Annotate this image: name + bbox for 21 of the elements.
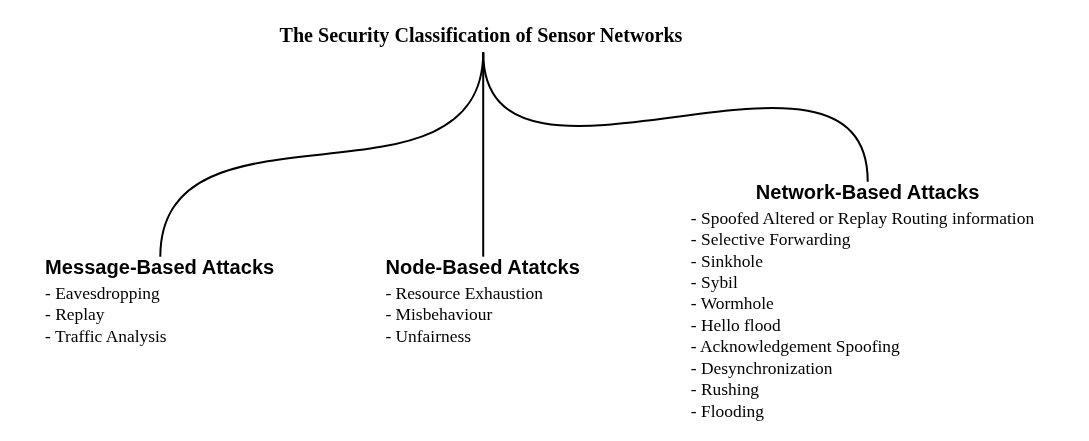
node-text: Node-Based Atatcks	[385, 256, 580, 279]
node-label: - Spoofed Altered or Replay Routing information	[690, 207, 1035, 228]
node-text: Message-Based Attacks	[45, 256, 275, 279]
node-label: - Unfairness	[385, 325, 471, 346]
node-label: - Selective Forwarding	[690, 229, 851, 250]
node-label: - Desynchronization	[690, 357, 833, 378]
node-label: - Traffic Analysis	[45, 325, 167, 346]
node-label: - Acknowledgement Spoofing	[690, 336, 900, 357]
node-label: - Wormhole	[690, 293, 774, 314]
node-label: - Replay	[45, 304, 105, 325]
node-label: - Misbehaviour	[385, 304, 493, 325]
node-text: Network-Based Attacks	[755, 181, 980, 204]
node-text: The Security Classification of Sensor Networks	[279, 23, 683, 46]
node-label: - Resource Exhaustion	[385, 282, 543, 303]
node-label: - Sybil	[690, 272, 738, 293]
node-label: - Flooding	[690, 400, 764, 421]
node-label: - Eavesdropping	[45, 282, 160, 303]
connector	[482, 52, 869, 182]
node-label: - Sinkhole	[690, 250, 763, 271]
node-label: - Hello flood	[690, 314, 781, 335]
node-label: - Rushing	[690, 379, 760, 400]
